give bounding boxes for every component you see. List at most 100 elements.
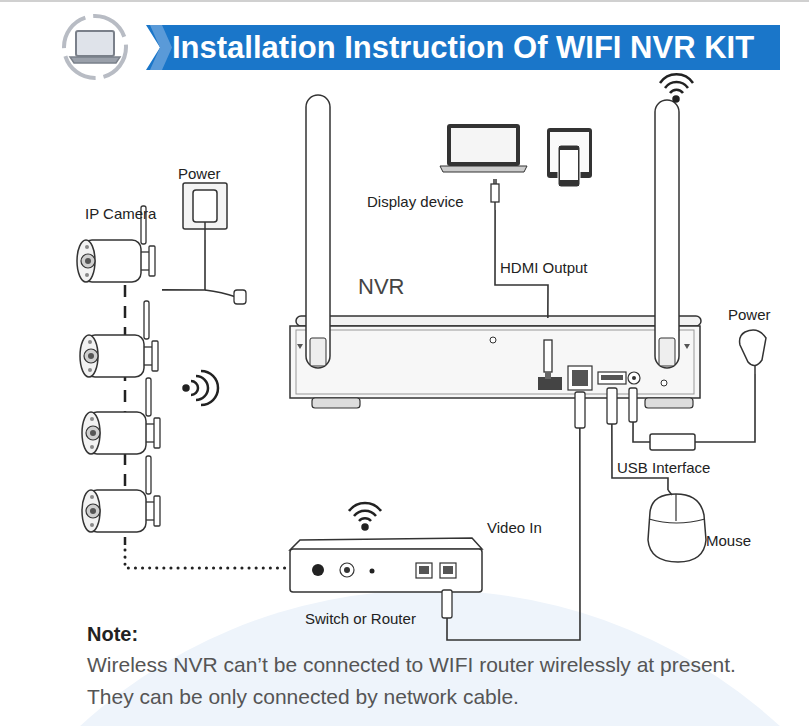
node-label: Power [728, 306, 771, 324]
hdmi-plug [491, 184, 499, 202]
plug-body [193, 190, 217, 222]
nvr-mark [684, 344, 690, 349]
antenna-hinge [310, 338, 326, 366]
wifi-arc [196, 376, 208, 400]
top-rule [0, 0, 809, 2]
nvr-mark [297, 344, 303, 349]
router-port [440, 563, 456, 578]
icon-screen [76, 31, 114, 56]
nvr-screw [490, 337, 496, 343]
cable-stub [204, 222, 206, 240]
cable-stub [494, 202, 496, 210]
nvr-bevel [296, 330, 694, 394]
mouse-body [648, 494, 706, 562]
router-dc-pin [344, 567, 350, 573]
laptop-screen [447, 124, 520, 166]
power-adapter: Power [724, 306, 780, 374]
router-dc-jack [340, 563, 354, 577]
camera-group: IP Camera [70, 205, 162, 550]
cable [447, 400, 580, 640]
cable-stub [668, 490, 672, 495]
wifi-arc [359, 518, 371, 521]
power-adapter: Power [176, 165, 238, 240]
hdmi-tip [493, 179, 497, 184]
title-icon [64, 16, 126, 78]
icon-base [70, 57, 120, 63]
antenna [655, 100, 679, 368]
cable-branch [205, 290, 236, 297]
nvr-foot [645, 398, 693, 408]
node-label: Switch or Router [305, 610, 416, 628]
router-port-inner [419, 566, 429, 574]
router-top [290, 538, 482, 550]
nvr-box: NVR [292, 318, 702, 400]
wifi-symbol [660, 74, 693, 101]
power-port [628, 372, 640, 384]
nvr-foot [312, 398, 360, 408]
node-label: Power [178, 165, 221, 183]
router-button [312, 564, 324, 576]
wifi-arc [354, 511, 376, 516]
router-port [416, 563, 432, 578]
power-adapter [740, 330, 766, 366]
wifi-dot [674, 97, 679, 102]
router-led [370, 569, 375, 574]
banner-title: Installation Instruction Of WIFI NVR KIT [172, 25, 754, 70]
laptop-panel [451, 128, 516, 162]
usb-plug [607, 388, 617, 424]
wifi-dot [363, 525, 368, 530]
wifi-arc [670, 90, 683, 93]
hdmi-tip [545, 372, 551, 379]
note-text: Wireless NVR can’t be connected to WIFI … [87, 649, 762, 713]
wifi-dot [184, 386, 189, 391]
lan-port-inner [572, 370, 588, 386]
reset-hole [661, 380, 667, 386]
wall-adapter [183, 183, 246, 304]
cable [633, 374, 755, 442]
mouse-button-line [649, 519, 705, 523]
usb-port [598, 372, 626, 384]
cable-label: Video In [487, 519, 542, 537]
nvr-body [290, 326, 700, 398]
cable [162, 240, 205, 290]
wifi-arc [191, 381, 198, 395]
usb-port-inner [601, 375, 623, 380]
background-disc [0, 590, 809, 726]
phone-panel [560, 150, 578, 180]
nvr-top [296, 316, 701, 326]
node-label: Display device [367, 193, 464, 211]
mouse-button-split [675, 494, 676, 521]
hdmi-plug [544, 340, 552, 372]
lan-plug [575, 392, 585, 428]
wifi-arc [665, 82, 688, 88]
title-banner [146, 25, 780, 70]
display-device: Display device [365, 118, 610, 210]
cable-label: USB Interface [617, 459, 710, 477]
node-label: IP Camera [85, 205, 156, 223]
wifi-arc [349, 503, 381, 511]
mouse: Mouse [640, 490, 760, 565]
router-body [290, 549, 482, 592]
power-plug [629, 388, 637, 422]
ip-camera [82, 378, 160, 454]
cable-stub [754, 366, 756, 374]
wifi-arc [660, 74, 693, 83]
wifi-symbol [349, 503, 381, 530]
router-box: Switch or Router [288, 538, 482, 592]
mouse [648, 490, 706, 562]
power-pin [632, 376, 636, 380]
power-brick [650, 434, 695, 450]
cable-label: HDMI Output [500, 259, 588, 277]
lan-port [568, 366, 592, 390]
node-label: NVR [358, 274, 404, 300]
icon-ring [64, 16, 126, 78]
antenna [306, 95, 330, 368]
phone [558, 145, 580, 187]
ip-camera [80, 301, 158, 377]
router-port-inner [443, 566, 453, 574]
antenna-hinge [659, 338, 675, 366]
wireless-link [125, 550, 288, 568]
banner-chevron [150, 25, 172, 70]
lan-plug [442, 590, 452, 618]
